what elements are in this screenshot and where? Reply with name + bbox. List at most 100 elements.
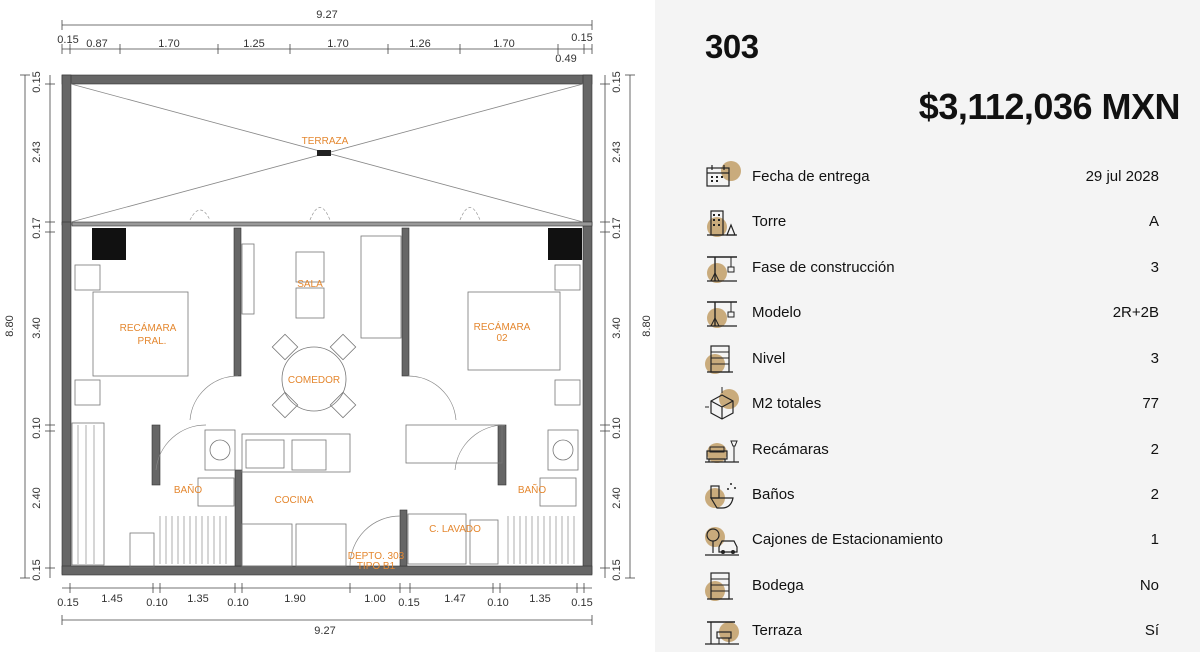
feature-value: 77 [1142,395,1159,412]
dim-left-seg: 2.43 [31,141,43,162]
feature-label: Fecha de entrega [752,168,870,185]
dim-top-seg: 0.15 [571,32,592,44]
dim-left-seg: 3.40 [31,317,43,338]
room-label-tipo: TIPO B1 [357,561,396,572]
dim-bottom-seg: 1.47 [444,593,465,605]
unit-price: $3,112,036 MXN [918,86,1181,127]
feature-label: Cajones de Estacionamiento [752,531,943,548]
dim-bottom-seg: 1.45 [101,593,122,605]
dim-bottom-seg: 0.15 [398,597,419,609]
room-label-lavado: C. LAVADO [429,524,481,535]
dim-right-seg: 2.40 [611,487,623,508]
unit-title: 303 [705,28,759,65]
room-label-depto: DEPTO. 303 [348,551,405,562]
feature-value: No [1139,577,1159,594]
dim-right-seg: 3.40 [611,317,623,338]
dim-top-seg: 0.87 [86,38,107,50]
dim-top-seg: 1.70 [327,38,348,50]
feature-row-recamaras: Recámaras 2 [703,431,1159,469]
dim-bottom-seg: 1.00 [364,593,385,605]
dim-bottom-total: 9.27 [314,625,335,637]
room-label-cocina: COCINA [275,495,314,506]
dim-top-seg: 1.25 [243,38,264,50]
feature-value: Sí [1144,622,1159,639]
parking-car-icon [705,527,739,556]
crane-icon [707,301,737,328]
dim-bottom-seg: 0.10 [487,597,508,609]
dim-top-seg: 1.70 [493,38,514,50]
dim-right-seg: 0.17 [611,217,623,238]
toilet-icon [705,483,736,509]
dim-left-seg: 0.15 [31,559,43,580]
dim-left-seg: 0.17 [31,217,43,238]
dim-bottom-seg: 0.15 [571,597,592,609]
room-label-recamara-pral: RECÁMARA [120,321,177,334]
unit-info-panel: 303 $3,112,036 MXN Fecha de entrega 29 j… [655,0,1200,652]
dim-bottom-seg: 1.35 [529,593,550,605]
feature-value: A [1148,213,1159,230]
room-label-recamara-02: RECÁMARA [474,320,531,333]
room-label-recamara-02-sub: 02 [496,333,508,344]
building-icon [707,210,737,237]
room-label-bano-right: BAÑO [518,483,547,496]
room-label-recamara-pral-sub: PRAL. [138,336,167,347]
dim-left-total: 8.80 [4,315,16,336]
feature-row-fecha-entrega: Fecha de entrega 29 jul 2028 [703,158,1159,196]
feature-label: Bodega [752,577,804,594]
room-label-sala: SALA [297,279,323,290]
dim-right-seg: 0.15 [611,559,623,580]
dim-right-seg: 0.10 [611,417,623,438]
floor-plan-drawing: 9.27 0.15 0.87 1.70 1.25 1.70 1.26 1.70 … [4,9,653,637]
feature-value: 2 [1150,486,1159,503]
feature-value: 3 [1150,350,1159,367]
dim-top-seg: 1.70 [158,38,179,50]
crane-icon [707,256,737,283]
feature-label: M2 totales [752,395,822,412]
feature-label: Torre [752,213,787,230]
feature-label: Nivel [752,350,786,367]
feature-row-cajones: Cajones de Estacionamiento 1 [703,521,1159,559]
feature-row-modelo: Modelo 2R+2B [703,294,1159,332]
dim-right-seg: 2.43 [611,141,623,162]
cube-area-icon [705,387,739,420]
feature-row-fase: Fase de construcción 3 [703,249,1159,287]
feature-label: Terraza [752,622,803,639]
room-label-comedor: COMEDOR [288,375,340,386]
feature-row-torre: Torre A [703,203,1159,241]
feature-value: 29 jul 2028 [1085,168,1159,185]
feature-label: Recámaras [752,441,829,458]
room-label-bano-left: BAÑO [174,483,203,496]
feature-row-m2: M2 totales 77 [703,385,1159,423]
terrace-icon [705,621,739,645]
feature-row-banos: Baños 2 [703,476,1159,514]
dim-bottom-seg: 0.15 [57,597,78,609]
dim-top-seg: 1.26 [409,38,430,50]
dim-top-extra: 0.49 [555,53,576,65]
dim-left-seg: 0.15 [31,71,43,92]
feature-row-terraza: Terraza Sí [703,612,1159,650]
feature-row-nivel: Nivel 3 [703,340,1159,378]
floor-level-icon [705,345,733,374]
dim-top-total: 9.27 [316,9,337,21]
feature-label: Fase de construcción [752,259,895,276]
feature-value: 3 [1150,259,1159,276]
feature-value: 2R+2B [1112,304,1159,321]
feature-value: 1 [1150,531,1159,548]
dim-bottom-seg: 1.90 [284,593,305,605]
dim-bottom-seg: 0.10 [227,597,248,609]
feature-label: Modelo [752,304,802,321]
dim-bottom-seg: 1.35 [187,593,208,605]
room-label-terraza: TERRAZA [302,136,349,147]
dim-right-seg: 0.15 [611,71,623,92]
dim-right-total: 8.80 [641,315,653,336]
calendar-icon [706,161,741,187]
dim-left-seg: 0.10 [31,417,43,438]
dim-bottom-seg: 0.10 [146,597,167,609]
feature-value: 2 [1150,441,1159,458]
dim-top-seg: 0.15 [57,34,78,46]
feature-row-bodega: Bodega No [703,567,1159,605]
dim-left-seg: 2.40 [31,487,43,508]
sofa-lamp-icon [705,440,739,463]
floor-plan-panel: 9.27 0.15 0.87 1.70 1.25 1.70 1.26 1.70 … [0,0,655,652]
storage-building-icon [705,572,733,601]
